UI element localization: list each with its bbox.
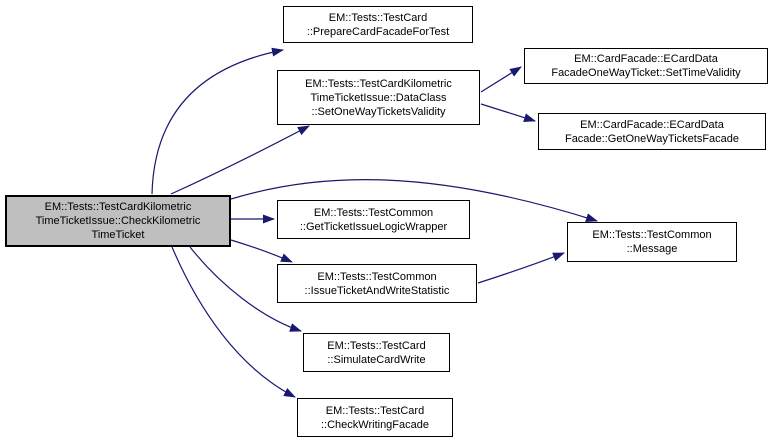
node-set-time-validity[interactable]: EM::CardFacade::ECardData FacadeOneWayTi… — [524, 48, 768, 84]
edge-issue-to-message — [477, 252, 565, 284]
edge-setoneway-to-settimevalidity — [480, 66, 522, 93]
edge-check-to-checkwritingfacade — [171, 246, 296, 398]
node-message[interactable]: EM::Tests::TestCommon ::Message — [567, 222, 737, 262]
node-get-ticket-issue-logic-wrapper[interactable]: EM::Tests::TestCommon ::GetTicketIssueLo… — [277, 200, 470, 239]
node-get-one-way-tickets-facade[interactable]: EM::CardFacade::ECardData Facade::GetOne… — [538, 113, 766, 150]
node-check-writing-facade[interactable]: EM::Tests::TestCard ::CheckWritingFacade — [297, 398, 453, 437]
node-check-kilometric-time-ticket: EM::Tests::TestCardKilometric TimeTicket… — [5, 195, 231, 247]
node-simulate-card-write[interactable]: EM::Tests::TestCard ::SimulateCardWrite — [303, 333, 450, 372]
node-prepare-card-facade-for-test[interactable]: EM::Tests::TestCard ::PrepareCardFacadeF… — [283, 6, 473, 43]
edge-check-to-issue — [230, 239, 293, 263]
edge-setoneway-to-getonewayticketsfacade — [480, 103, 536, 122]
edge-check-to-message — [230, 179, 598, 222]
edge-check-to-setoneway — [170, 125, 310, 195]
node-set-one-way-tickets-validity[interactable]: EM::Tests::TestCardKilometric TimeTicket… — [277, 70, 480, 125]
node-issue-ticket-and-write-statistic[interactable]: EM::Tests::TestCommon ::IssueTicketAndWr… — [277, 264, 477, 303]
edge-check-to-prepare — [151, 47, 284, 195]
edge-check-to-simulate — [189, 246, 302, 332]
